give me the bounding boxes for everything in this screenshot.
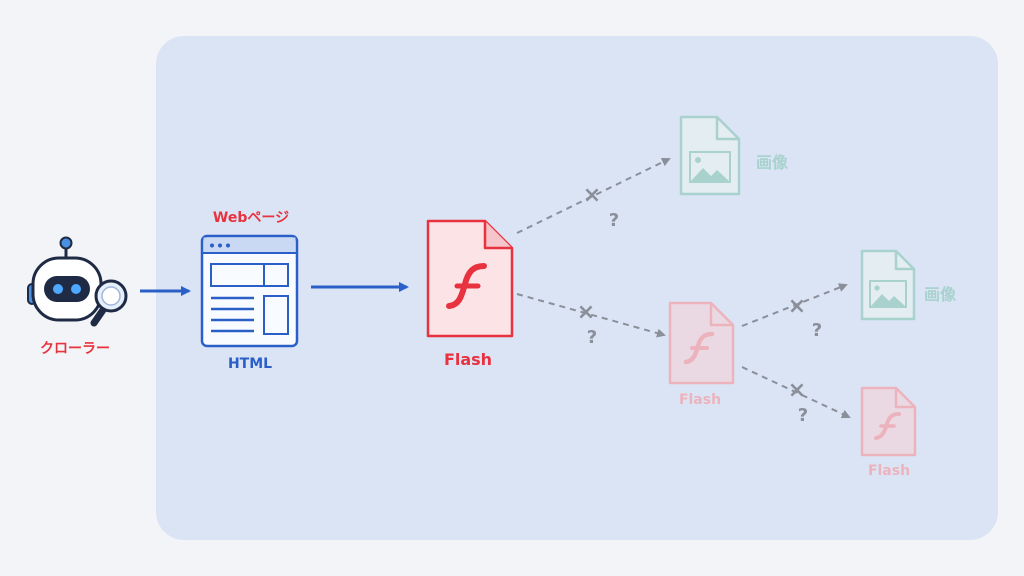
- blocked-x-2: ×: [577, 300, 595, 325]
- question-mark-2: ?: [587, 327, 597, 348]
- webpage-icon: [200, 234, 299, 348]
- flash-file-icon: [426, 219, 514, 338]
- question-mark-1: ?: [609, 210, 619, 231]
- flash-file-icon-bottom: [860, 386, 917, 457]
- image-right-label: 画像: [924, 285, 957, 304]
- image-file-icon-top: [679, 115, 741, 196]
- blocked-marks: × ? × ? × ? × ?: [577, 183, 822, 426]
- question-mark-3: ?: [812, 320, 822, 341]
- crawler-label: クローラー: [40, 341, 110, 357]
- image-top-label: 画像: [756, 153, 789, 172]
- flash-file-icon-mid: [668, 301, 735, 385]
- flash-mid-label: Flash: [678, 392, 722, 408]
- question-mark-4: ?: [798, 405, 808, 426]
- webpage-title: Webページ: [212, 210, 290, 226]
- blocked-x-3: ×: [788, 294, 806, 319]
- webpage-caption: HTML: [227, 356, 273, 372]
- flash-bottom-label: Flash: [867, 463, 911, 479]
- blocked-paths: [516, 158, 851, 419]
- flash-label: Flash: [443, 350, 493, 369]
- image-file-icon-right: [860, 249, 916, 321]
- blocked-x-1: ×: [583, 183, 601, 208]
- blocked-x-4: ×: [788, 378, 806, 403]
- crawler-robot-icon: [27, 236, 128, 327]
